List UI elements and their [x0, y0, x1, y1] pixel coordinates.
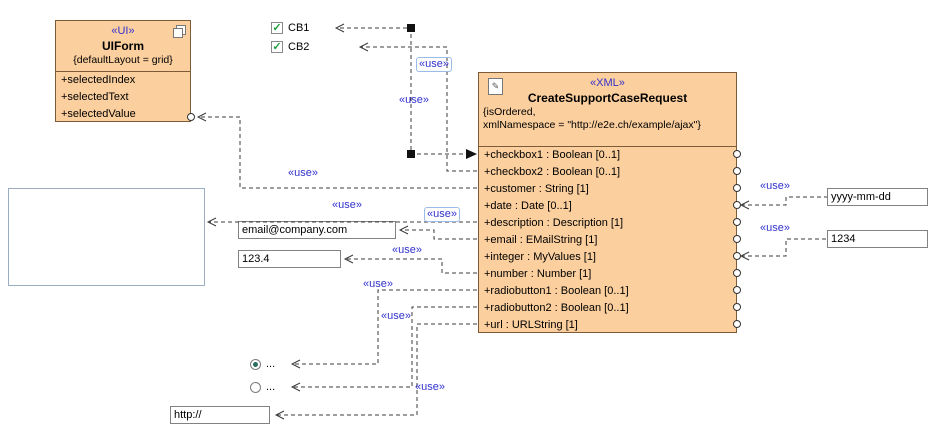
- request-class[interactable]: ✎ «XML» CreateSupportCaseRequest {isOrde…: [478, 72, 737, 333]
- url-input[interactable]: [170, 406, 270, 424]
- attribute-row[interactable]: +selectedValue: [61, 108, 136, 120]
- uiform-header: «UI» UIForm {defaultLayout = grid}: [56, 21, 190, 71]
- dependency-number-field[interactable]: [343, 254, 477, 274]
- copy-icon-front-page: [173, 28, 183, 38]
- attribute-row[interactable]: +selectedText: [61, 91, 129, 103]
- copy-icon: [173, 25, 186, 38]
- use-stereotype-label[interactable]: «use»: [760, 222, 790, 234]
- attribute-row[interactable]: +description : Description [1]: [484, 217, 624, 229]
- checkbox-cb1[interactable]: ✓ CB1: [271, 22, 309, 34]
- xml-class-icon: ✎: [488, 78, 503, 95]
- use-stereotype-label[interactable]: «use»: [288, 167, 318, 179]
- attribute-row[interactable]: +radiobutton1 : Boolean [0..1]: [484, 285, 629, 297]
- request-class-header: ✎ «XML» CreateSupportCaseRequest {isOrde…: [479, 73, 736, 146]
- radio-button-2[interactable]: ...: [250, 381, 275, 393]
- radio-label: ...: [266, 381, 276, 393]
- checkbox-label: CB1: [288, 22, 310, 34]
- use-stereotype-label[interactable]: «use»: [381, 310, 411, 322]
- use-stereotype-label[interactable]: «use»: [363, 278, 393, 290]
- dependency-radiobutton1[interactable]: [290, 289, 477, 369]
- attribute-row[interactable]: +customer : String [1]: [484, 183, 589, 195]
- description-textarea[interactable]: [8, 188, 205, 286]
- use-stereotype-label[interactable]: «use»: [424, 207, 460, 222]
- use-stereotype-label[interactable]: «use»: [332, 199, 362, 211]
- email-input[interactable]: [238, 221, 396, 239]
- dependency-date-field[interactable]: [739, 196, 827, 210]
- request-class-name: CreateSupportCaseRequest: [527, 91, 688, 105]
- attribute-row[interactable]: +number : Number [1]: [484, 268, 592, 280]
- use-stereotype-label[interactable]: «use»: [416, 57, 452, 72]
- request-class-tagged-line1: {isOrdered,: [483, 106, 536, 118]
- checkbox-label: CB2: [288, 41, 310, 53]
- attribute-row[interactable]: +selectedIndex: [61, 74, 136, 86]
- use-stereotype-label[interactable]: «use»: [399, 94, 429, 106]
- number-input[interactable]: [238, 250, 341, 268]
- checkbox-cb2[interactable]: ✓ CB2: [271, 41, 309, 53]
- radio-dot: [253, 361, 258, 367]
- uiform-name: UIForm: [102, 39, 144, 53]
- attribute-row[interactable]: +radiobutton2 : Boolean [0..1]: [484, 302, 629, 314]
- attribute-row[interactable]: +url : URLString [1]: [484, 319, 578, 331]
- dependency-url-field[interactable]: [274, 323, 477, 420]
- checkbox-checked-icon[interactable]: ✓: [271, 40, 283, 53]
- radio-selected-icon[interactable]: [250, 358, 261, 370]
- checkbox-checked-icon[interactable]: ✓: [271, 21, 283, 34]
- request-class-stereotype: «XML»: [590, 77, 625, 89]
- use-stereotype-label[interactable]: «use»: [415, 381, 445, 393]
- use-stereotype-label[interactable]: «use»: [760, 180, 790, 192]
- date-input[interactable]: [827, 188, 928, 206]
- radio-label: ...: [266, 358, 276, 370]
- attribute-row[interactable]: +integer : MyValues [1]: [484, 251, 596, 263]
- integer-input[interactable]: [827, 230, 928, 248]
- dependency-email-field[interactable]: [398, 225, 477, 240]
- request-class-attributes: +checkbox1 : Boolean [0..1] +checkbox2 :…: [479, 146, 736, 334]
- use-stereotype-label[interactable]: «use»: [392, 244, 422, 256]
- uiform-attributes: +selectedIndex +selectedText +selectedVa…: [56, 71, 190, 123]
- uiform-stereotype: «UI»: [111, 25, 135, 37]
- dependency-customer-uiform[interactable]: [196, 112, 477, 189]
- radio-button-1[interactable]: ...: [250, 358, 275, 370]
- dependency-checkbox1-cb1[interactable]: [334, 23, 477, 159]
- uiform-class[interactable]: «UI» UIForm {defaultLayout = grid} +sele…: [55, 20, 191, 122]
- attribute-row[interactable]: +email : EMailString [1]: [484, 234, 598, 246]
- attribute-row[interactable]: +checkbox1 : Boolean [0..1]: [484, 149, 621, 161]
- attribute-row[interactable]: +date : Date [0..1]: [484, 200, 572, 212]
- dependency-integer-field[interactable]: [739, 238, 827, 261]
- request-class-tagged-line2: xmlNamespace = "http://e2e.ch/example/aj…: [483, 119, 701, 131]
- radio-unselected-icon[interactable]: [250, 381, 261, 393]
- attribute-row[interactable]: +checkbox2 : Boolean [0..1]: [484, 166, 621, 178]
- uiform-tagged-value: {defaultLayout = grid}: [73, 54, 173, 66]
